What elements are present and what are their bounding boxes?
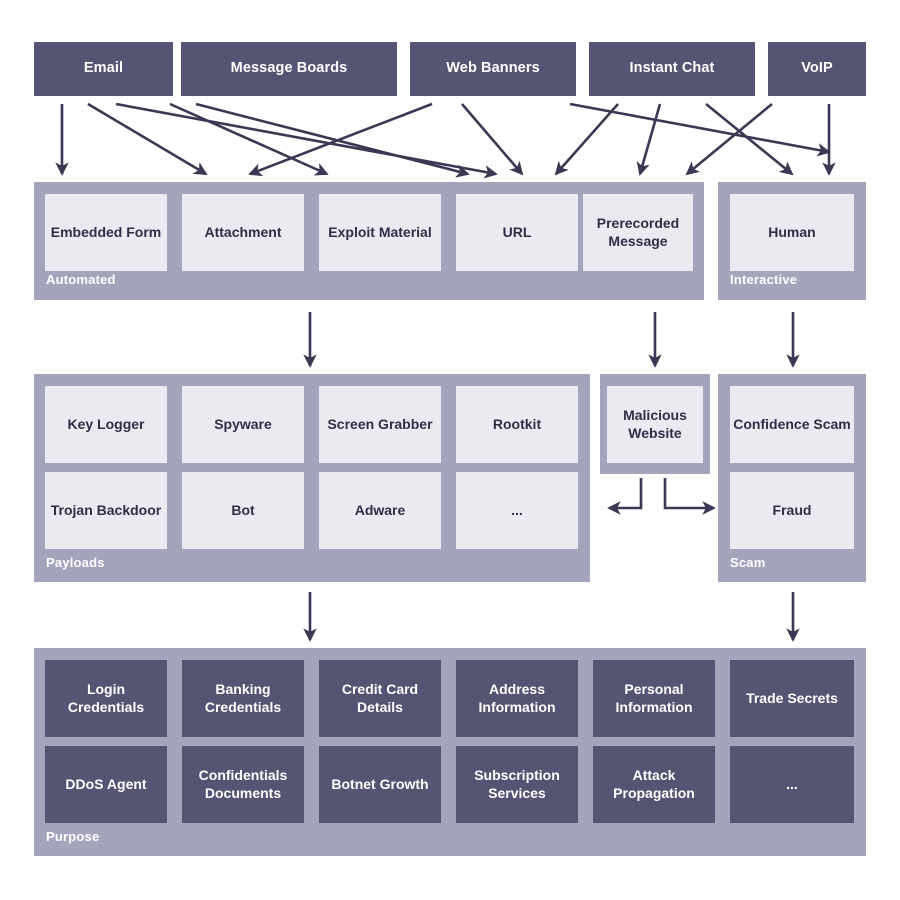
cell-label: Address Information [478, 681, 556, 715]
cell-prerecorded-message[interactable]: Prerecorded Message [583, 194, 693, 271]
group-label-payloads: Payloads [46, 555, 105, 570]
cell-label: Personal Information [615, 681, 693, 715]
cell-bot[interactable]: Bot [182, 472, 304, 549]
arrow-message-boards-to-exploit-material [248, 102, 433, 177]
cell-ddos-agent[interactable]: DDoS Agent [45, 746, 167, 823]
cell-rootkit[interactable]: Rootkit [456, 386, 578, 463]
vector-box-email[interactable]: Email [34, 42, 173, 96]
cell-label: Confidentials Documents [198, 767, 288, 801]
group-label-scam: Scam [730, 555, 766, 570]
cell-credit-card-details[interactable]: Credit Card Details [319, 660, 441, 737]
cell-attachment[interactable]: Attachment [182, 194, 304, 271]
cell-label: Fraud [772, 501, 812, 518]
arrow-instant-chat-to-human [705, 102, 794, 176]
cell-label: Embedded Form [50, 223, 162, 240]
cell-label: Adware [354, 501, 406, 518]
cell-adware[interactable]: Adware [319, 472, 441, 549]
cell-spyware[interactable]: Spyware [182, 386, 304, 463]
vector-box-instant-chat[interactable]: Instant Chat [589, 42, 755, 96]
cell-purpose-more[interactable]: ... [730, 746, 854, 823]
cell-label: Attachment [204, 223, 282, 240]
cell-exploit-material[interactable]: Exploit Material [319, 194, 441, 271]
arrow-email-to-url [115, 102, 498, 179]
vector-label: Email [83, 60, 124, 77]
cell-personal-information[interactable]: Personal Information [593, 660, 715, 737]
group-label-interactive: Interactive [730, 272, 798, 287]
vector-label: Instant Chat [629, 60, 715, 77]
group-purpose: Purpose [34, 648, 866, 856]
cell-payloads-more[interactable]: ... [456, 472, 578, 549]
arrow-malicious-website-to-scam [663, 478, 716, 515]
cell-label: Spyware [214, 415, 272, 432]
cell-label: Banking Credentials [204, 681, 282, 715]
cell-label: Human [768, 223, 816, 240]
cell-confidence-scam[interactable]: Confidence Scam [730, 386, 854, 463]
cell-label: URL [502, 223, 532, 240]
cell-url[interactable]: URL [456, 194, 578, 271]
arrow-email-to-attachment [87, 102, 208, 176]
vector-box-voip[interactable]: VoIP [768, 42, 866, 96]
cell-subscription-services[interactable]: Subscription Services [456, 746, 578, 823]
cell-attack-propagation[interactable]: Attack Propagation [593, 746, 715, 823]
vector-label: Web Banners [446, 60, 540, 77]
cell-embedded-form[interactable]: Embedded Form [45, 194, 167, 271]
cell-botnet-growth[interactable]: Botnet Growth [319, 746, 441, 823]
cell-label: DDoS Agent [65, 775, 147, 792]
vector-box-web-banners[interactable]: Web Banners [410, 42, 576, 96]
group-label-purpose: Purpose [46, 829, 100, 844]
cell-confidentials-documents[interactable]: Confidentials Documents [182, 746, 304, 823]
vector-label: VoIP [801, 60, 833, 77]
cell-label: Rootkit [492, 415, 542, 432]
arrow-message-boards-to-url [195, 102, 470, 178]
cell-label: Botnet Growth [331, 775, 429, 792]
cell-label: ... [786, 775, 798, 792]
cell-trade-secrets[interactable]: Trade Secrets [730, 660, 854, 737]
cell-label: Login Credentials [67, 681, 145, 715]
cell-fraud[interactable]: Fraud [730, 472, 854, 549]
cell-label: Exploit Material [328, 223, 432, 240]
cell-address-information[interactable]: Address Information [456, 660, 578, 737]
arrow-message-boards-to-exploit-material-2 [169, 102, 329, 176]
cell-label: Confidence Scam [733, 415, 851, 432]
cell-label: Prerecorded Message [596, 215, 680, 249]
cell-login-credentials[interactable]: Login Credentials [45, 660, 167, 737]
cell-label: Credit Card Details [341, 681, 419, 715]
cell-label: Subscription Services [474, 767, 560, 801]
cell-key-logger[interactable]: Key Logger [45, 386, 167, 463]
cell-label: Trade Secrets [746, 689, 838, 706]
cell-label: Key Logger [67, 415, 145, 432]
cell-label: Bot [231, 501, 255, 518]
cell-label: Screen Grabber [327, 415, 433, 432]
arrow-web-banners-to-url [461, 103, 524, 176]
cell-label: Attack Propagation [613, 767, 695, 801]
cell-screen-grabber[interactable]: Screen Grabber [319, 386, 441, 463]
cell-label: ... [511, 501, 523, 518]
cell-label: Trojan Backdoor [50, 501, 162, 518]
cell-malicious-website[interactable]: Malicious Website [607, 386, 703, 463]
vector-box-message-boards[interactable]: Message Boards [181, 42, 397, 96]
group-label-automated: Automated [46, 272, 116, 287]
cell-human[interactable]: Human [730, 194, 854, 271]
vector-label: Message Boards [230, 60, 348, 77]
arrow-voip-to-prerecorded [685, 102, 773, 176]
cell-trojan-backdoor[interactable]: Trojan Backdoor [45, 472, 167, 549]
arrow-instant-chat-to-prerecorded [554, 103, 619, 176]
cell-banking-credentials[interactable]: Banking Credentials [182, 660, 304, 737]
arrow-malicious-website-to-payloads [607, 478, 643, 515]
arrow-web-banners-to-right [569, 102, 831, 157]
cell-label: Malicious Website [623, 407, 687, 441]
arrow-instant-chat-to-prerecorded-2 [636, 103, 662, 176]
